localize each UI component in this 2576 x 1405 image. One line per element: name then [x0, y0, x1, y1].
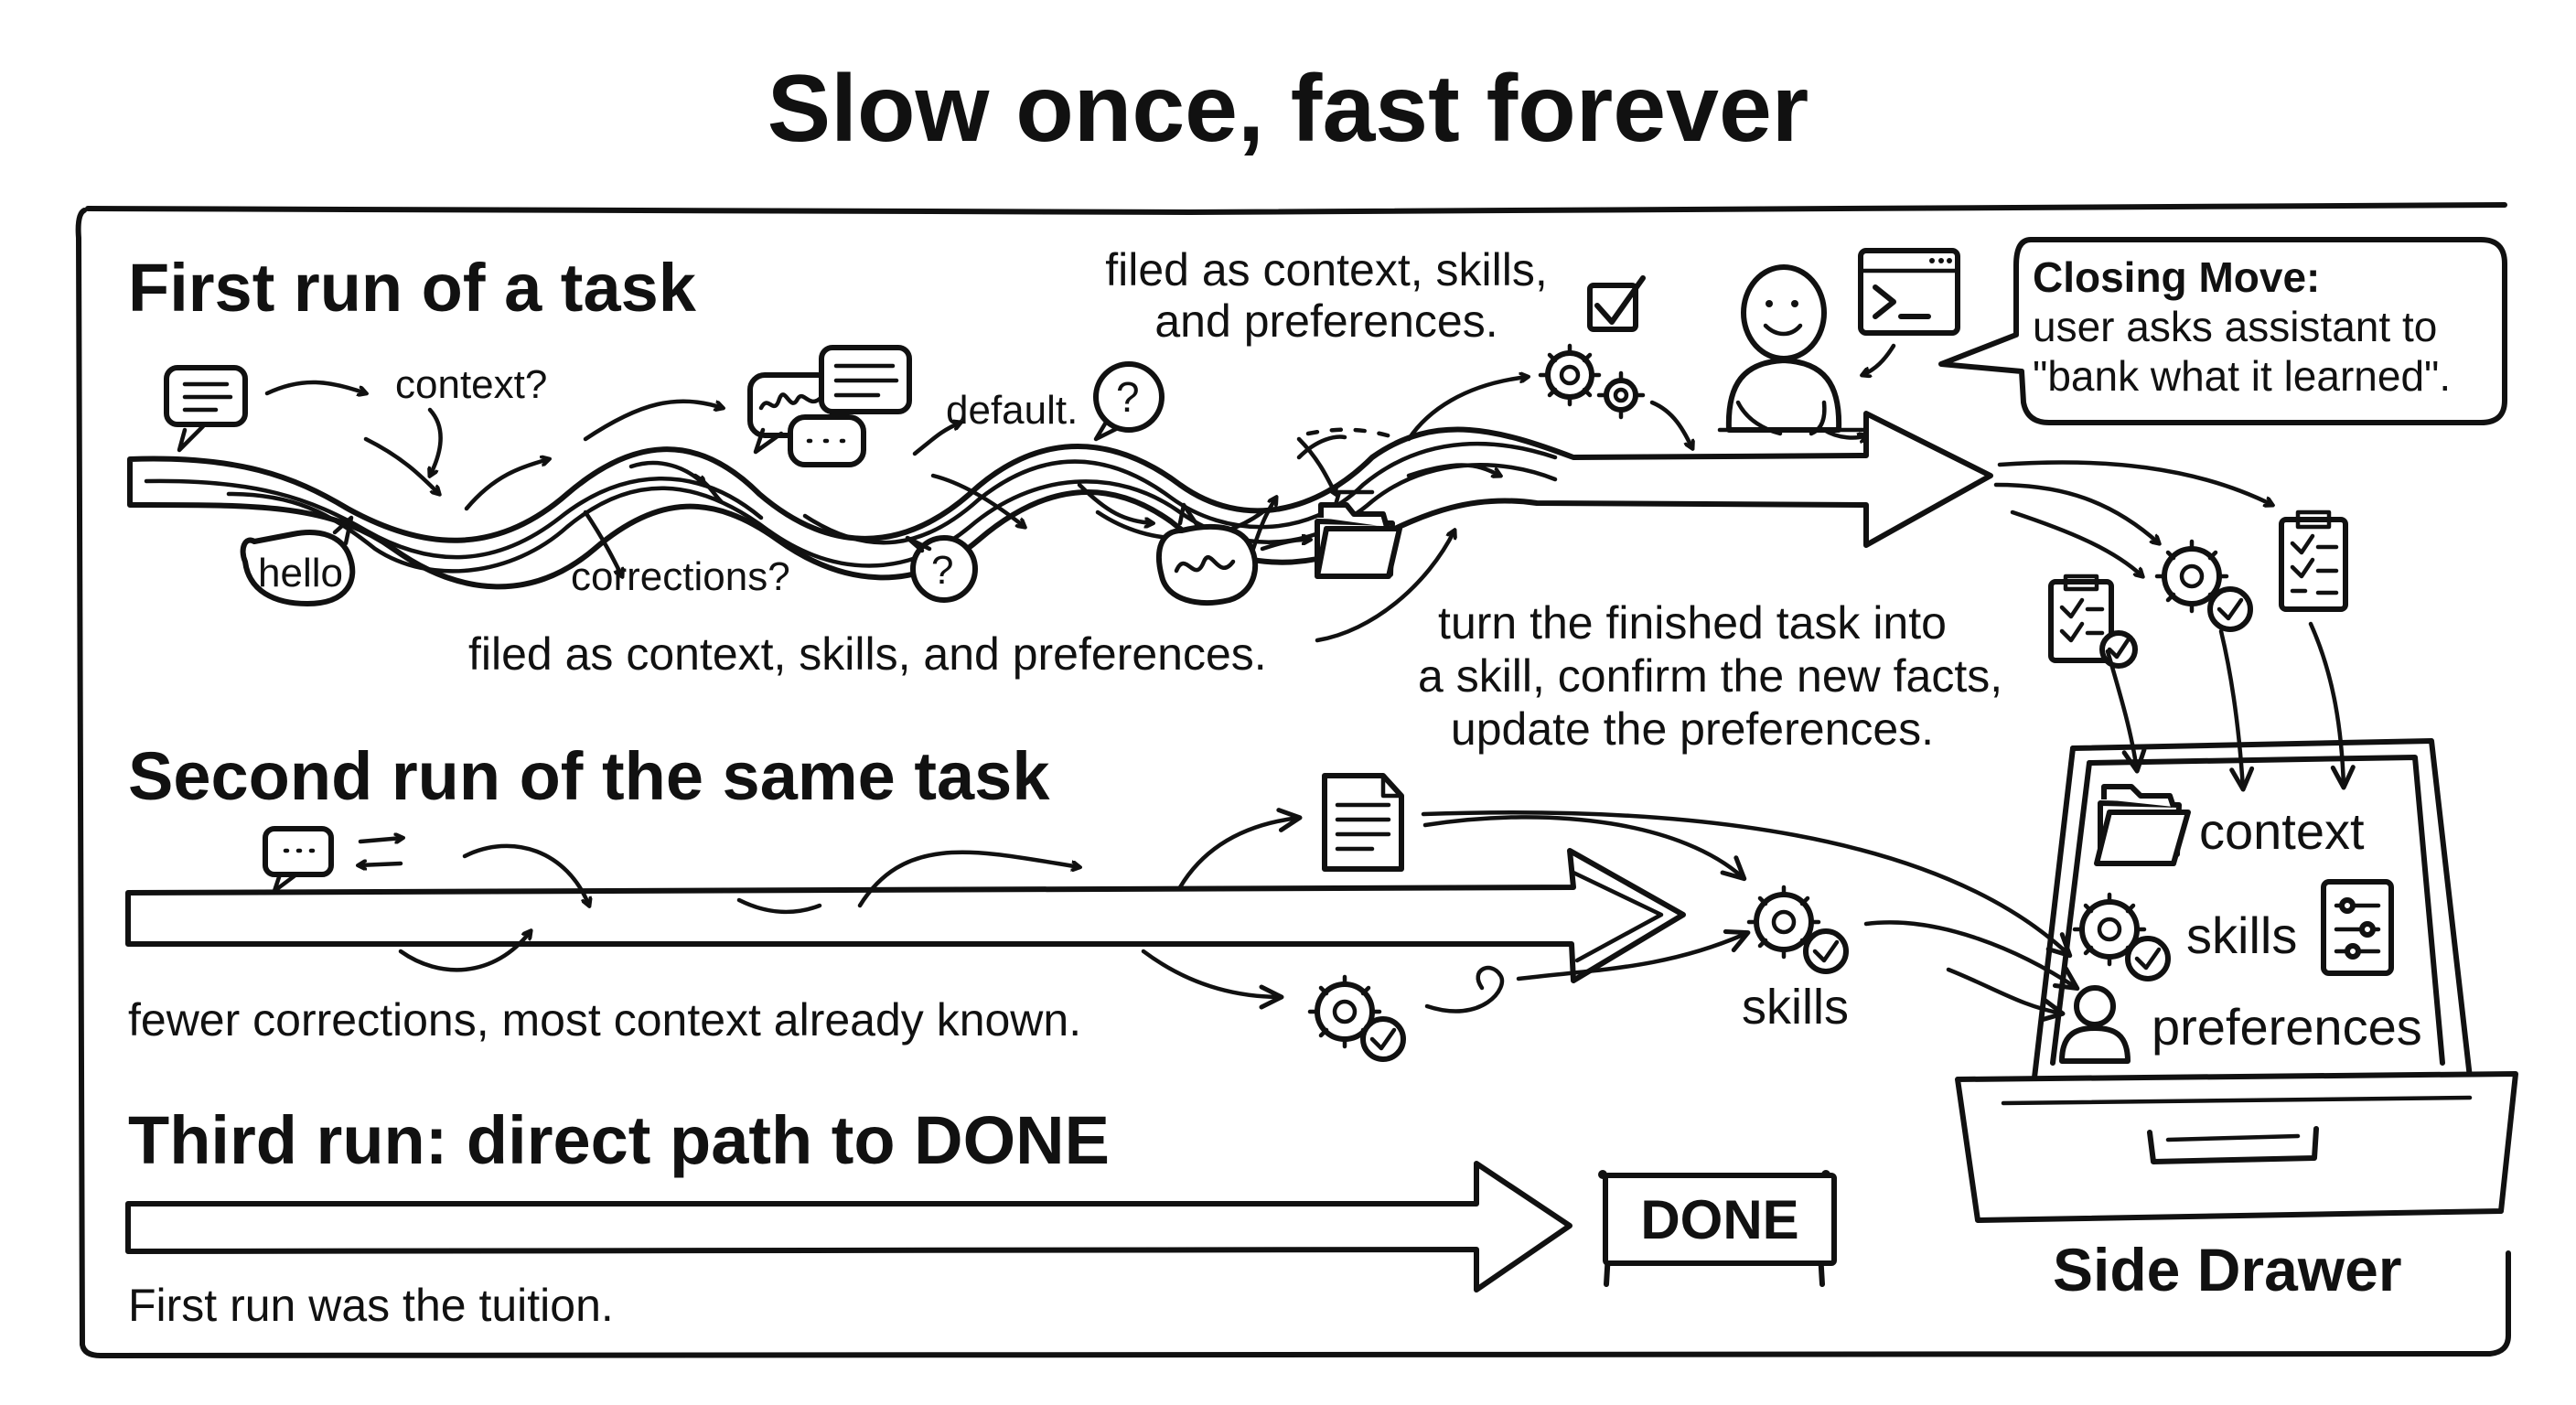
- speech-bubble-cluster-icon: [747, 345, 912, 467]
- clipboard-checklist-icon: [2048, 574, 2138, 669]
- hello-label: hello: [258, 551, 343, 595]
- third-run-heading: Third run: direct path to DONE: [128, 1102, 1110, 1178]
- folder-icon: [2094, 784, 2191, 866]
- gear-check-icon: [1307, 974, 1406, 1062]
- closing-move-bubble: [1938, 237, 2507, 425]
- done-banner: DONE: [1603, 1173, 1837, 1266]
- drawer-skills-label: skills: [2186, 906, 2298, 964]
- person-icon: [1717, 264, 1869, 436]
- filed-note-top-line2: and preferences.: [1154, 295, 1498, 347]
- second-run-heading: Second run of the same task: [128, 738, 1050, 814]
- document-icon: [1322, 773, 1404, 872]
- closing-move-line2: "bank what it learned".: [2033, 352, 2452, 400]
- sliders-icon: [2321, 879, 2394, 976]
- checkbox-icon: [1587, 275, 1646, 332]
- second-run-skills-label: skills: [1742, 980, 1849, 1035]
- closing-move-text: Closing Move: user asks assistant to "ba…: [2033, 252, 2451, 401]
- user-icon: [2059, 985, 2131, 1064]
- closing-move-line1: user asks assistant to: [2033, 303, 2438, 350]
- closing-move-title: Closing Move:: [2033, 253, 2321, 301]
- bank-steps-line1: turn the finished task into: [1438, 597, 1947, 649]
- default-label: default.: [946, 388, 1079, 433]
- svg-text:?: ?: [931, 548, 953, 593]
- filed-note-bottom: filed as context, skills, and preference…: [468, 628, 1267, 680]
- chat-bubble-icon: [164, 365, 248, 453]
- drawer-context-label: context: [2199, 802, 2365, 860]
- terminal-icon: [1858, 248, 1960, 336]
- bank-steps-line3: update the preferences.: [1450, 703, 1935, 755]
- gear-check-icon: [2154, 539, 2253, 632]
- second-run-arrow: [125, 848, 1686, 983]
- side-drawer: [1955, 738, 2518, 1223]
- bank-steps-line2: a skill, confirm the new facts,: [1418, 650, 2003, 702]
- clipboard-checklist-icon: [2279, 509, 2348, 612]
- filed-note-top-line1: filed as context, skills,: [1105, 244, 1548, 295]
- third-run-note: First run was the tuition.: [128, 1280, 614, 1331]
- question-bubble-icon: ?: [905, 535, 978, 603]
- outer-frame: [75, 202, 2511, 1358]
- question-bubble-icon: ?: [1093, 361, 1165, 442]
- context-question-label: context?: [395, 362, 548, 407]
- gear-check-icon: [2072, 892, 2171, 981]
- first-run-wavy-path: [127, 411, 1993, 590]
- drawer-preferences-label: preferences: [2152, 998, 2422, 1056]
- chat-bubble-icon: [263, 826, 334, 894]
- first-run-heading: First run of a task: [128, 250, 696, 326]
- svg-text:?: ?: [1116, 373, 1140, 421]
- folder-icon: [1315, 489, 1402, 579]
- third-run-arrow: [125, 1161, 1572, 1292]
- gear-check-icon: [1746, 885, 1849, 974]
- drawer-caption: Side Drawer: [2053, 1236, 2402, 1303]
- scribble-bubble-icon: [1156, 502, 1259, 606]
- gears-icon: [1538, 343, 1646, 420]
- hello-bubble: [240, 515, 356, 606]
- diagram-title: Slow once, fast forever: [767, 56, 1809, 162]
- second-run-note: fewer corrections, most context already …: [128, 994, 1082, 1046]
- corrections-question-label: corrections?: [571, 554, 790, 599]
